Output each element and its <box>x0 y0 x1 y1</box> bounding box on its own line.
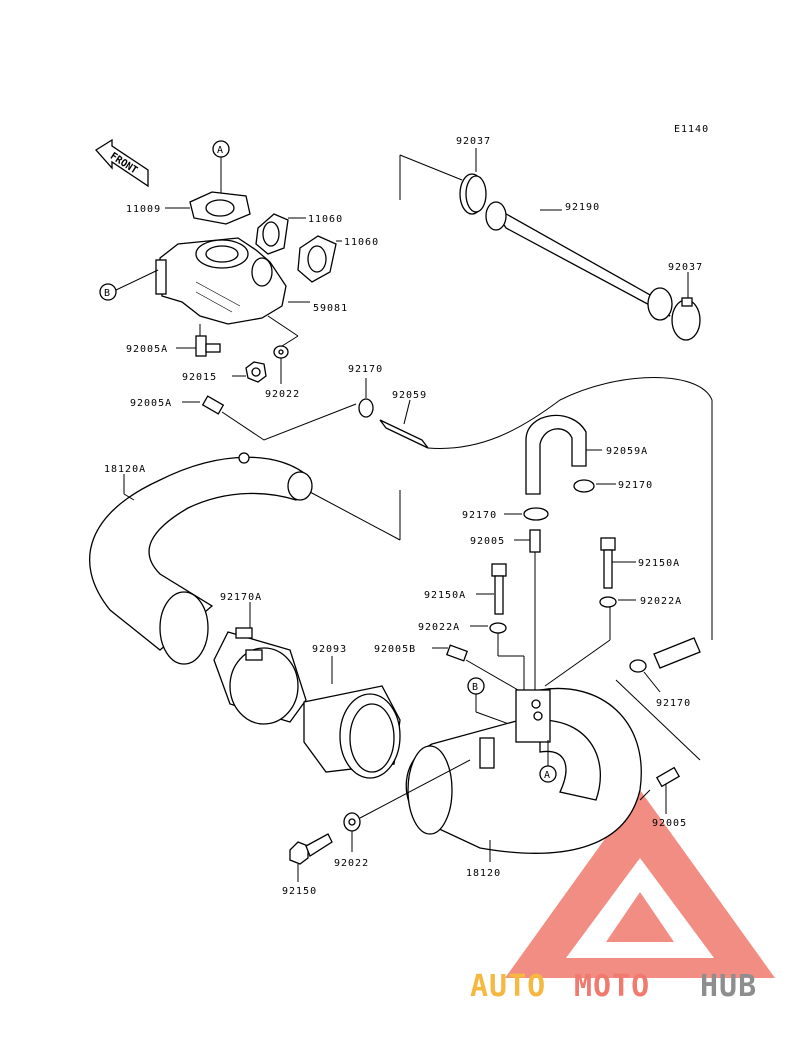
label-92170-lower: 92170 <box>656 698 691 709</box>
label-11060-b: 11060 <box>344 237 379 248</box>
bolt-92150 <box>289 833 333 882</box>
washer-92022a-left <box>470 622 525 690</box>
label-92005a-upper: 92005A <box>126 344 168 355</box>
breather-line <box>221 377 713 640</box>
label-92170-center: 92170 <box>462 510 497 521</box>
watermark-word-hub: HUB <box>700 969 757 1004</box>
svg-text:B: B <box>472 682 479 693</box>
hose-92059 <box>379 399 429 449</box>
watermark-logo <box>505 790 775 978</box>
watermark-text: AUTO MOTO HUB <box>470 969 757 1004</box>
label-92170a: 92170A <box>220 592 262 603</box>
label-92170-upper: 92170 <box>348 364 383 375</box>
label-11009: 11009 <box>126 204 161 215</box>
label-92150a-left: 92150A <box>424 590 466 601</box>
svg-text:A: A <box>217 145 224 156</box>
fitting-92005a-upper <box>176 324 221 357</box>
bolt-92150a-right <box>600 537 636 589</box>
bolt-92150a-left <box>476 563 507 615</box>
clamp-92170-center <box>504 507 549 521</box>
label-92005b: 92005B <box>374 644 416 655</box>
label-92059: 92059 <box>392 390 427 401</box>
label-92015: 92015 <box>182 372 217 383</box>
label-92150: 92150 <box>282 886 317 897</box>
hose-92190 <box>485 201 673 321</box>
exhaust-pipe-18120a <box>88 452 401 665</box>
washer-92022a-right <box>544 596 636 687</box>
callout-b-center: B <box>467 677 521 729</box>
gasket-11009 <box>165 191 251 225</box>
clamp-92037-top <box>459 148 487 215</box>
exhaust-manifold-59081 <box>155 237 310 325</box>
clamp-92170a <box>213 602 307 725</box>
svg-text:B: B <box>104 288 111 299</box>
label-92170-right: 92170 <box>618 480 653 491</box>
label-92150a-right: 92150A <box>638 558 680 569</box>
clamp-92170-right <box>573 479 616 493</box>
label-92190: 92190 <box>565 202 600 213</box>
clamp-92170-lower <box>615 659 701 761</box>
label-92059a: 92059A <box>606 446 648 457</box>
nut-92015 <box>232 361 267 383</box>
fitting-92005a-lower <box>182 395 225 415</box>
nipple-92005-lower <box>639 766 681 814</box>
label-92005-lower: 92005 <box>652 818 687 829</box>
watermark-triangle-core <box>606 892 674 942</box>
coupler-92093 <box>303 656 401 779</box>
gasket-11060-a <box>255 213 306 255</box>
callout-a-top: A <box>212 140 230 195</box>
label-92005a-lower: 92005A <box>130 398 172 409</box>
label-92037-top: 92037 <box>456 136 491 147</box>
callout-b-left: B <box>99 269 159 301</box>
leader-92037-top <box>399 154 463 181</box>
label-59081: 59081 <box>313 303 348 314</box>
watermark-word-moto: MOTO <box>574 969 650 1004</box>
clamp-92170-upper <box>358 378 374 418</box>
label-11060-a: 11060 <box>308 214 343 225</box>
svg-text:A: A <box>544 770 551 781</box>
label-92022a-left: 92022A <box>418 622 460 633</box>
washer-92022-upper <box>267 315 299 384</box>
clamp-92037-right <box>671 272 701 341</box>
label-92022-upper: 92022 <box>265 389 300 400</box>
front-arrow-icon: FRONT <box>95 138 149 188</box>
label-92037-right: 92037 <box>668 262 703 273</box>
hose-short-right <box>653 637 701 669</box>
label-92005-center: 92005 <box>470 536 505 547</box>
callout-a-bottom: A <box>539 740 557 783</box>
nipple-92005-center <box>514 529 541 690</box>
nipple-92005b <box>432 644 519 691</box>
label-92022-lower: 92022 <box>334 858 369 869</box>
watermark-word-auto: AUTO <box>470 969 546 1004</box>
label-18120: 18120 <box>466 868 501 879</box>
hose-92059a <box>525 414 602 495</box>
gasket-11060-b <box>297 235 342 283</box>
label-92093: 92093 <box>312 644 347 655</box>
label-92022a-right: 92022A <box>640 596 682 607</box>
exhaust-pipe-18120 <box>405 687 642 862</box>
diagram-code: E1140 <box>674 124 709 135</box>
washer-92022-lower <box>343 759 471 852</box>
label-18120a: 18120A <box>104 464 146 475</box>
